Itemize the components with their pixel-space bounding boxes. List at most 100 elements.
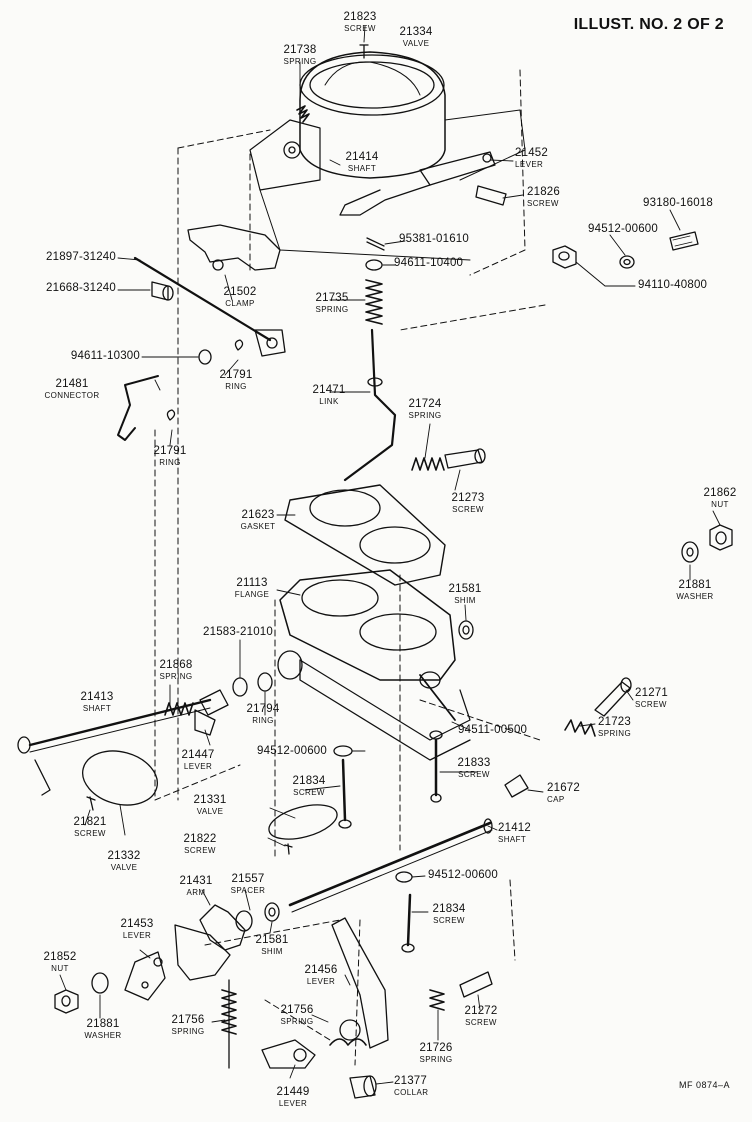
rod-icon bbox=[133, 256, 286, 357]
arm-icon bbox=[199, 904, 253, 951]
bolt-icon bbox=[669, 231, 699, 251]
spring-icon bbox=[411, 457, 445, 471]
leader-lines bbox=[59, 25, 721, 1085]
washer-icon bbox=[198, 349, 212, 365]
throttle-valve-icon bbox=[82, 750, 158, 806]
leader-line bbox=[575, 261, 636, 287]
shim-icon bbox=[458, 620, 474, 640]
washer-icon bbox=[619, 255, 635, 269]
callout-94611-10400: 94611-10400 bbox=[394, 257, 464, 269]
callout-21897-31240: 21897-31240 bbox=[46, 251, 116, 263]
pin-icon bbox=[419, 674, 456, 721]
flange-icon bbox=[277, 569, 471, 761]
lever-icon bbox=[339, 151, 496, 216]
ring-icon bbox=[257, 672, 273, 692]
washer-icon bbox=[232, 677, 248, 697]
ring-icon bbox=[365, 259, 383, 271]
washer-icon bbox=[395, 871, 413, 883]
spring-icon bbox=[329, 1038, 367, 1046]
screw-icon bbox=[86, 796, 96, 811]
clip-ring-icon bbox=[166, 339, 244, 421]
lever-icon bbox=[124, 924, 231, 1001]
phantom-outlines bbox=[154, 69, 546, 1066]
washer-icon bbox=[333, 745, 353, 757]
collar-icon bbox=[151, 281, 174, 301]
washer-icon bbox=[91, 972, 109, 994]
callout-93180-16018: 93180-16018 bbox=[643, 197, 713, 209]
spring-icon bbox=[221, 979, 237, 1069]
callout-94512-00600-low: 94512-00600 bbox=[428, 869, 498, 881]
shaft-icon bbox=[17, 698, 212, 796]
callout-95381-01610: 95381-01610 bbox=[399, 233, 469, 245]
lever-icon bbox=[261, 1039, 316, 1069]
callout-21668-31240: 21668-31240 bbox=[46, 282, 116, 294]
screw-icon bbox=[401, 893, 415, 953]
throttle-valve-icon bbox=[268, 804, 338, 840]
callout-94512-00600-top: 94512-00600 bbox=[588, 223, 658, 235]
spring-icon bbox=[365, 279, 383, 325]
spring-icon bbox=[564, 719, 596, 737]
shim-icon bbox=[264, 902, 280, 922]
screw-icon bbox=[284, 843, 293, 855]
shaft-icon bbox=[288, 818, 493, 913]
screw-icon bbox=[475, 185, 507, 206]
screw-icon bbox=[429, 730, 443, 803]
callout-94511-00500: 94511-00500 bbox=[458, 724, 528, 736]
clamp-icon bbox=[187, 224, 281, 271]
link-rod-icon bbox=[343, 328, 397, 482]
spring-icon bbox=[429, 989, 445, 1011]
screw-icon bbox=[594, 677, 632, 717]
collar-icon bbox=[349, 1075, 377, 1099]
callout-94512-00600-mid: 94512-00600 bbox=[257, 745, 327, 757]
cap-icon bbox=[504, 774, 529, 798]
washer-icon bbox=[681, 541, 699, 563]
callout-21583-21010: 21583-21010 bbox=[203, 626, 273, 638]
connector-rod-icon bbox=[117, 375, 159, 441]
figure-code: MF 0874–A bbox=[678, 1080, 730, 1090]
screw-icon bbox=[359, 44, 369, 59]
callout-94110-40800: 94110-40800 bbox=[638, 279, 708, 291]
gasket-icon bbox=[284, 484, 446, 586]
